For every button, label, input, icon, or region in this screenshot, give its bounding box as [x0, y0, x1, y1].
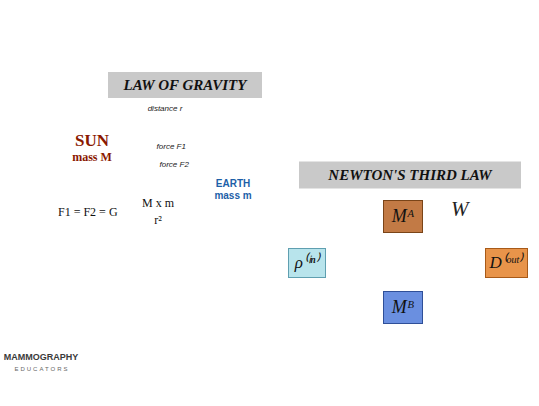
flow-arrow: [326, 262, 341, 264]
dashed-path: [326, 217, 383, 258]
distance-line: [92, 103, 233, 128]
earth-globe: EARTHmass m: [209, 128, 257, 176]
map-box: Mᴬ: [383, 200, 423, 233]
logo-subtitle: EDUCATORS: [14, 366, 69, 373]
formula-denominator: r²: [154, 214, 162, 228]
node-subtext: mass M: [72, 151, 112, 165]
section-heading: NEWTON'S THIRD LAW: [299, 162, 521, 189]
logo-tree: [7, 280, 61, 345]
map-box: Mᴮ: [383, 291, 423, 324]
dashed-path: [326, 269, 383, 308]
process-frame: MᴬMᴮ W: [341, 197, 471, 327]
section-heading: LAW OF GRAVITY: [108, 72, 262, 98]
dashed-path: [423, 269, 485, 308]
logo-panel: [0, 346, 145, 406]
node-heading: EARTH: [214, 178, 251, 190]
sun-circle: SUNmass M: [50, 106, 134, 190]
node-heading: ρ⁽ⁱⁿ⁾: [295, 253, 320, 273]
edge-label: force F2: [159, 161, 190, 170]
force-arrow: [137, 154, 205, 158]
input-state-box: ρ⁽ⁱⁿ⁾: [288, 248, 326, 278]
footer-bar: [145, 346, 539, 406]
globe-picture: [209, 128, 257, 176]
node-heading: D⁽ᵒᵘᵗ⁾: [490, 253, 523, 273]
edge-label: distance r: [147, 105, 184, 114]
force-arrow: [129, 172, 219, 176]
logo-wordmark: MAMMOGRAPHY: [4, 352, 79, 362]
output-box: D⁽ᵒᵘᵗ⁾: [485, 248, 528, 278]
node-heading: Mᴬ: [392, 206, 414, 227]
node-heading: Mᴮ: [392, 297, 415, 318]
formula-numerator: M x m: [142, 197, 174, 211]
node-heading: W: [451, 197, 469, 221]
node-heading: SUN: [75, 131, 109, 151]
formula-text: F1 = F2 = G: [58, 206, 118, 220]
flow-arrow: [471, 262, 485, 264]
edge-label: force F1: [156, 143, 187, 152]
node-subtext: mass m: [214, 190, 251, 202]
dashed-path: [423, 217, 485, 258]
